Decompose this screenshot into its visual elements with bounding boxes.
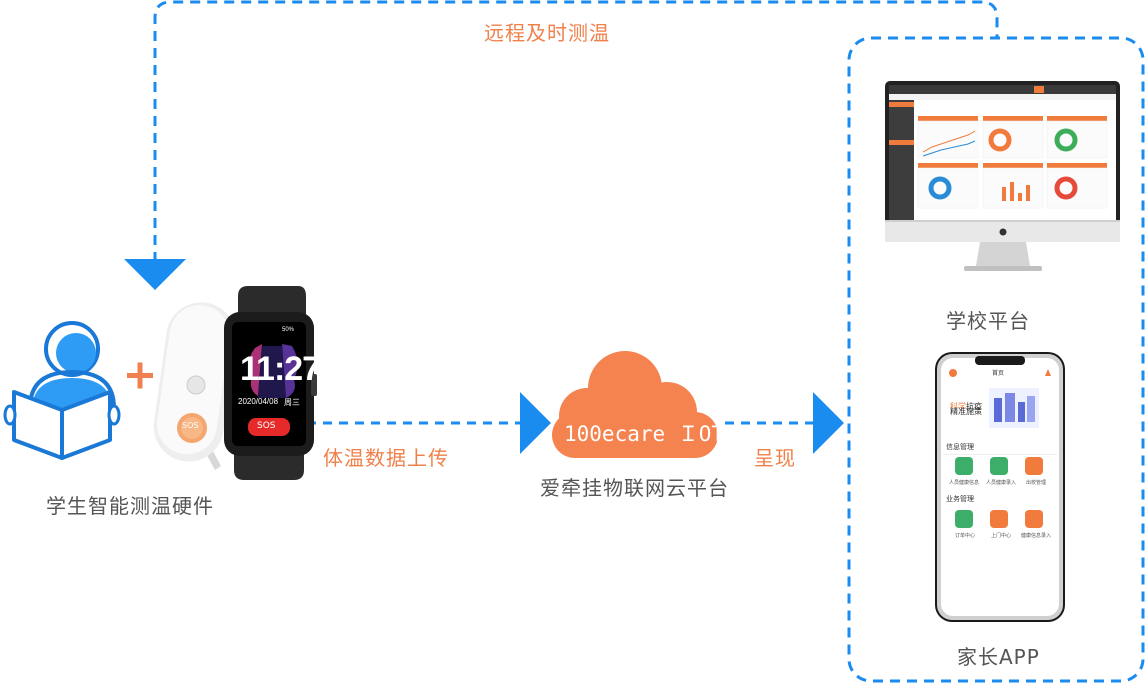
cloud-name: 100ecare ＩOT bbox=[564, 422, 725, 446]
remote-arrow-head bbox=[124, 259, 186, 290]
app-item-3: 出校管理 bbox=[1026, 480, 1047, 486]
thermometer-tag-icon bbox=[153, 302, 237, 470]
watch-time: 11:27 bbox=[240, 350, 321, 388]
watch-weekday: 周三 bbox=[284, 398, 300, 407]
display-container bbox=[847, 36, 1145, 683]
app-section-info: 信息管理 bbox=[946, 444, 974, 451]
student-hardware-label: 学生智能测温硬件 bbox=[46, 494, 214, 518]
tag-sos-label: SOS bbox=[182, 421, 199, 430]
app-banner-rest: 抗疫 bbox=[966, 402, 982, 411]
app-item-6: 健康信息录入 bbox=[1021, 533, 1052, 539]
cloud-platform-label: 爱牵挂物联网云平台 bbox=[540, 476, 729, 500]
upload-arrow-head bbox=[520, 392, 551, 454]
present-arrow-head bbox=[813, 392, 844, 454]
watch-battery: 50% bbox=[282, 327, 295, 333]
app-banner: 科学抗疫 bbox=[950, 394, 982, 413]
student-reading-icon bbox=[3, 321, 121, 460]
app-item-1: 人员健康信息 bbox=[949, 480, 980, 486]
app-item-2: 人员健康录入 bbox=[986, 480, 1017, 486]
plus-icon bbox=[127, 362, 153, 389]
cloud-icon bbox=[552, 351, 718, 458]
present-label: 呈现 bbox=[754, 446, 796, 470]
smart-watch-icon bbox=[224, 286, 317, 480]
app-item-5: 上门中心 bbox=[991, 533, 1012, 539]
app-item-4: 订单中心 bbox=[955, 533, 976, 539]
school-platform-label: 学校平台 bbox=[946, 309, 1030, 333]
watch-sos-button: SOS bbox=[257, 421, 276, 431]
parent-app-label: 家长APP bbox=[957, 645, 1040, 669]
phone-icon bbox=[935, 352, 1065, 622]
remote-measure-label: 远程及时测温 bbox=[484, 21, 610, 45]
monitor-icon bbox=[885, 81, 1120, 271]
app-banner-sub: 精准施策 bbox=[950, 407, 982, 416]
watch-date: 2020/04/08 bbox=[238, 397, 279, 406]
app-section-business: 业务管理 bbox=[946, 496, 974, 503]
upload-label: 体温数据上传 bbox=[323, 446, 449, 470]
app-title: 首页 bbox=[992, 371, 1005, 377]
app-banner-highlight: 科学 bbox=[950, 402, 966, 411]
